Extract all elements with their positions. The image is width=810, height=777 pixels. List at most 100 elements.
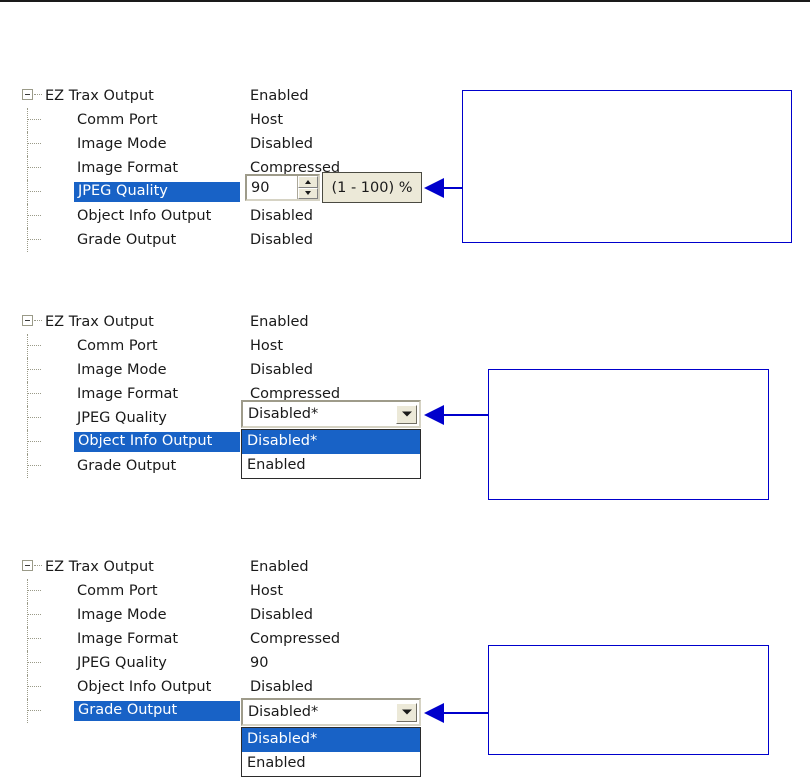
callout-box-object-info-output: [488, 369, 769, 500]
tree-row[interactable]: Image Format Compressed: [0, 382, 440, 406]
tree-node-label: EZ Trax Output: [45, 314, 154, 330]
callout-arrow-object-info-output: [424, 405, 444, 425]
page-top-rule: [0, 0, 810, 2]
tree-node-label-selected: Object Info Output: [74, 432, 240, 452]
tree-row[interactable]: Comm Port Host: [0, 579, 440, 603]
tree-connector-line: [34, 565, 42, 567]
combobox-option[interactable]: Enabled: [247, 457, 306, 473]
tree-node-value: Enabled: [250, 314, 309, 330]
object-info-output-combobox-value: Disabled*: [248, 406, 319, 422]
tree-connector-elbow: [28, 417, 41, 419]
tree-collapse-minus-icon[interactable]: [22, 315, 33, 326]
tree-connector-elbow: [28, 590, 41, 592]
combobox-option[interactable]: Disabled*: [242, 430, 420, 454]
spinner-up-arrow-icon[interactable]: [298, 176, 318, 188]
combobox-option[interactable]: Disabled*: [242, 728, 420, 752]
tree-node-label: Comm Port: [77, 583, 158, 599]
tree-node-label: Comm Port: [77, 112, 158, 128]
tree-node-value: Disabled: [250, 232, 313, 248]
tree-row[interactable]: Comm Port Host: [0, 108, 440, 132]
tree-node-label: Image Format: [77, 386, 179, 402]
tree-connector-line: [27, 406, 29, 430]
tree-row[interactable]: EZ Trax Output Enabled: [0, 84, 440, 108]
tree-connector-elbow: [28, 662, 41, 664]
tree-row[interactable]: Grade Output Disabled: [0, 228, 440, 252]
callout-box-grade-output: [488, 645, 769, 755]
tree-collapse-minus-icon[interactable]: [22, 89, 33, 100]
jpeg-quality-input[interactable]: [247, 176, 297, 199]
tree-row[interactable]: Grade Output: [0, 454, 440, 478]
tree-node-value: Enabled: [250, 559, 309, 575]
tree-connector-line: [27, 454, 29, 478]
tree-node-label: EZ Trax Output: [45, 559, 154, 575]
tree-node-label: Object Info Output: [77, 208, 212, 224]
tree-row-selected[interactable]: Object Info Output: [0, 430, 440, 454]
tree-connector-line: [27, 334, 29, 358]
tree-node-label: Comm Port: [77, 338, 158, 354]
tree-node-value: Host: [250, 583, 284, 599]
tree-connector-elbow: [28, 215, 41, 217]
callout-arrow-grade-output: [424, 703, 444, 723]
tree-connector-line: [27, 430, 29, 454]
tree-node-value: Disabled: [250, 679, 313, 695]
chevron-down-icon[interactable]: [396, 404, 417, 424]
tree-node-value: Disabled: [250, 607, 313, 623]
jpeg-quality-stepper[interactable]: [297, 176, 318, 199]
tree-row[interactable]: Image Format Compressed: [0, 627, 440, 651]
tree-node-value: Compressed: [250, 386, 341, 402]
chevron-down-icon[interactable]: [396, 702, 417, 722]
jpeg-quality-spinner[interactable]: [245, 174, 320, 201]
tree-connector-line: [27, 651, 29, 675]
tree-connector-line: [27, 228, 29, 252]
tree-connector-line: [27, 579, 29, 603]
object-info-output-combobox-list[interactable]: Disabled* Enabled: [241, 429, 421, 479]
tree-row[interactable]: Comm Port Host: [0, 334, 440, 358]
tree-connector-line: [27, 603, 29, 627]
tree-connector-elbow: [28, 710, 41, 712]
tree-row-selected[interactable]: Grade Output: [0, 699, 440, 723]
tree-connector-line: [27, 180, 29, 204]
tree-connector-elbow: [28, 345, 41, 347]
tree-node-label: JPEG Quality: [77, 655, 167, 671]
tree-row[interactable]: Object Info Output Disabled: [0, 204, 440, 228]
tree-row[interactable]: Image Mode Disabled: [0, 358, 440, 382]
tree-row[interactable]: Image Mode Disabled: [0, 603, 440, 627]
tree-node-label: Grade Output: [77, 232, 177, 248]
tree-node-value: Compressed: [250, 631, 341, 647]
tree-row[interactable]: JPEG Quality 90: [0, 651, 440, 675]
tree-connector-line: [27, 699, 29, 723]
tree-node-label: Image Format: [77, 631, 179, 647]
tree-connector-elbow: [28, 441, 41, 443]
tree-collapse-minus-icon[interactable]: [22, 560, 33, 571]
tree-connector-line: [34, 320, 42, 322]
tree-row[interactable]: EZ Trax Output Enabled: [0, 310, 440, 334]
tree-node-label: Object Info Output: [77, 679, 212, 695]
tree-node-label: Image Mode: [77, 136, 167, 152]
combobox-option[interactable]: Enabled: [247, 755, 306, 771]
tree-node-value: Disabled: [250, 362, 313, 378]
callout-arrow-jpeg-quality: [424, 178, 444, 198]
tree-row[interactable]: EZ Trax Output Enabled: [0, 555, 440, 579]
tree-row[interactable]: Image Format Compressed: [0, 156, 440, 180]
tree-connector-elbow: [28, 614, 41, 616]
tree-row-selected[interactable]: JPEG Quality: [0, 180, 440, 204]
tree-node-value: Disabled: [250, 208, 313, 224]
spinner-down-arrow-icon[interactable]: [298, 187, 318, 199]
tree-node-value: Disabled: [250, 136, 313, 152]
tree-connector-line: [27, 156, 29, 180]
tree-node-label: EZ Trax Output: [45, 88, 154, 104]
grade-output-combobox-value: Disabled*: [248, 704, 319, 720]
tree-row[interactable]: Object Info Output Disabled: [0, 675, 440, 699]
tree-connector-elbow: [28, 686, 41, 688]
callout-leader-line-grade-output: [444, 712, 488, 714]
tree-row[interactable]: Image Mode Disabled: [0, 132, 440, 156]
tree-connector-elbow: [28, 119, 41, 121]
grade-output-combobox[interactable]: Disabled*: [241, 698, 421, 726]
tree-node-value: 90: [250, 655, 269, 671]
tree-node-label: Image Mode: [77, 607, 167, 623]
tree-connector-elbow: [28, 465, 41, 467]
tree-connector-elbow: [28, 143, 41, 145]
tree-connector-elbow: [28, 239, 41, 241]
object-info-output-combobox[interactable]: Disabled*: [241, 400, 421, 428]
grade-output-combobox-list[interactable]: Disabled* Enabled: [241, 727, 421, 777]
